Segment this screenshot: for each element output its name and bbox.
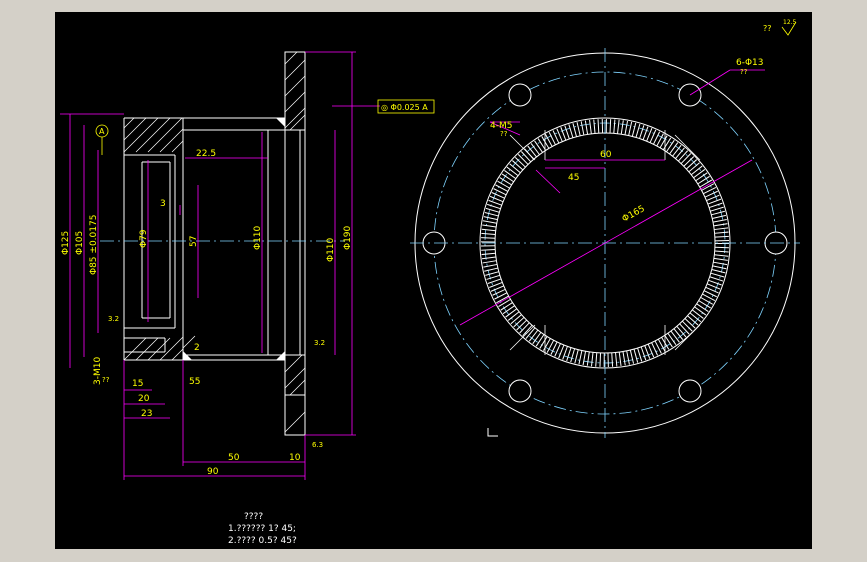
dim-holes: 6-Φ13 bbox=[736, 58, 764, 68]
svg-text:??: ?? bbox=[763, 24, 772, 33]
dim-d105: Φ105 bbox=[75, 231, 85, 255]
notes-title: ???? bbox=[244, 512, 263, 522]
dim-d79: Φ79 bbox=[139, 229, 149, 248]
dim-45: 45 bbox=[568, 173, 579, 183]
dim-2: 2 bbox=[194, 343, 200, 353]
dim-3: 3 bbox=[160, 199, 166, 209]
roughness-3-2-b: 3.2 bbox=[314, 339, 325, 347]
m5-hole-marks bbox=[509, 130, 701, 355]
plan-view: 6-Φ13 ?? 4-M5 ?? 60 45 Φ165 bbox=[410, 48, 800, 438]
dim-d85: Φ85 ±0.0175 bbox=[89, 215, 99, 275]
svg-text:??: ?? bbox=[500, 130, 508, 138]
drawing-svg: A ◎ Φ0.025 A Φ125 Φ105 Φ85 ±0.0175 Φ79 5… bbox=[60, 19, 800, 546]
dim-23: 23 bbox=[141, 409, 152, 419]
roughness-6-3: 6.3 bbox=[312, 441, 323, 449]
general-roughness: ?? 12.5 bbox=[763, 19, 797, 36]
dim-d190: Φ190 bbox=[343, 225, 353, 250]
dim-57: 57 bbox=[189, 236, 199, 247]
dim-22-5: 22.5 bbox=[196, 149, 216, 159]
dim-m5: 4-M5 bbox=[490, 121, 512, 131]
bolt-holes bbox=[422, 83, 788, 403]
dim-50: 50 bbox=[228, 453, 240, 463]
geometric-tolerance-frame: ◎ Φ0.025 A bbox=[377, 99, 435, 114]
section-dimension-text: Φ125 Φ105 Φ85 ±0.0175 Φ79 57 Φ110 Φ110 Φ… bbox=[61, 149, 353, 477]
svg-text:12.5: 12.5 bbox=[783, 19, 797, 26]
roughness-3-2-a: 3.2 bbox=[108, 315, 119, 323]
thread-label: 3-M10 bbox=[93, 357, 103, 385]
svg-text:◎ Φ0.025 A: ◎ Φ0.025 A bbox=[381, 103, 428, 112]
dim-d110: Φ110 bbox=[253, 225, 263, 250]
section-view bbox=[123, 51, 306, 436]
dim-20: 20 bbox=[138, 394, 150, 404]
cad-drawing-canvas: A ◎ Φ0.025 A Φ125 Φ105 Φ85 ±0.0175 Φ79 5… bbox=[55, 12, 812, 549]
svg-text:??: ?? bbox=[102, 376, 110, 384]
dim-15: 15 bbox=[132, 379, 143, 389]
plan-dimension-lines bbox=[459, 69, 765, 326]
svg-text:??: ?? bbox=[740, 68, 748, 76]
dim-55: 55 bbox=[189, 377, 200, 387]
flange-outline bbox=[284, 51, 306, 436]
technical-notes: ???? 1.?????? 1? 45; 2.???? 0.5? 45? bbox=[228, 512, 297, 546]
svg-text:A: A bbox=[99, 127, 105, 136]
notes-line-2: 2.???? 0.5? 45? bbox=[228, 536, 297, 546]
dim-10: 10 bbox=[289, 453, 301, 463]
dim-90: 90 bbox=[207, 467, 219, 477]
dim-d125: Φ125 bbox=[61, 231, 71, 255]
dim-d110-tol: Φ110 bbox=[326, 237, 336, 262]
notes-line-1: 1.?????? 1? 45; bbox=[228, 524, 296, 534]
datum-marker: A bbox=[95, 124, 109, 155]
dim-60: 60 bbox=[600, 150, 612, 160]
chamfer-marks bbox=[183, 118, 285, 360]
section-hatching bbox=[123, 51, 306, 433]
section-dimension-lines bbox=[60, 51, 380, 480]
